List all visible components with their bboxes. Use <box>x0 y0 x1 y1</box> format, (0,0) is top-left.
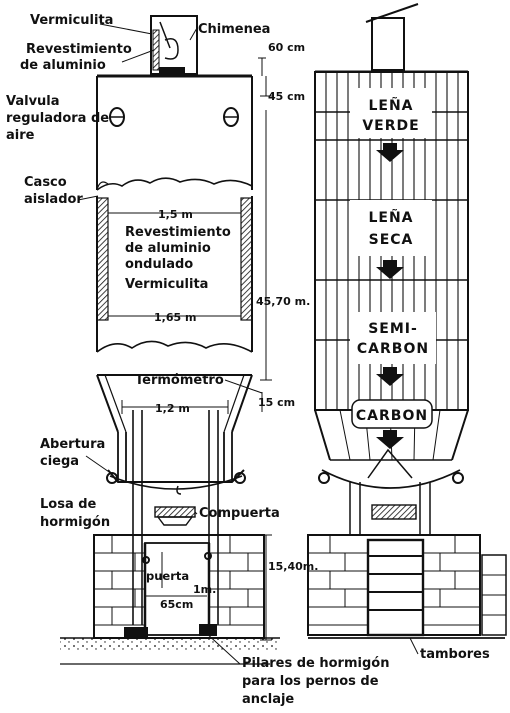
label-valvula-2: reguladora de <box>6 111 109 126</box>
label-pilares-3: anclaje <box>242 692 294 707</box>
left-kiln <box>60 15 280 665</box>
label-revestimiento-1: Revestimiento <box>26 42 132 57</box>
label-valvula-3: aire <box>6 128 35 143</box>
discharge-gate <box>154 506 196 518</box>
label-rev-ond-3: ondulado <box>125 257 193 272</box>
stage-1-line1: LEÑA <box>368 97 413 114</box>
label-vermiculita-mid: Vermiculita <box>125 277 208 292</box>
stage-4-line1: CARBON <box>356 408 428 424</box>
stage-3-line1: SEMI- <box>368 321 418 337</box>
label-vermiculita-top: Vermiculita <box>30 13 113 28</box>
label-puerta: puerta <box>146 569 189 583</box>
dim-1-5m: 1,5 m <box>158 208 193 221</box>
labels: Vermiculita Revestimiento de aluminio Ch… <box>6 13 490 707</box>
stage-1-line2: VERDE <box>362 118 419 134</box>
label-losa-1: Losa de <box>40 497 97 512</box>
stage-3-line2: CARBON <box>357 341 429 357</box>
kiln-cone <box>96 374 253 433</box>
dim-15-40m: 15,40m. <box>268 560 318 573</box>
label-chimenea: Chimenea <box>198 22 270 37</box>
dimension-lines <box>108 57 272 641</box>
label-abertura-1: Abertura <box>40 437 105 452</box>
label-rev-ond-1: Revestimiento <box>125 225 231 240</box>
stage-2-line2: SECA <box>369 232 414 248</box>
label-losa-2: hormigón <box>40 515 110 530</box>
stage-2-line1: LEÑA <box>368 209 413 226</box>
stage-arrows <box>376 143 404 449</box>
label-tambores: tambores <box>420 647 490 662</box>
dim-1-65m: 1,65 m <box>154 311 196 324</box>
label-rev-ond-2: de aluminio <box>125 241 211 256</box>
leader-lines <box>77 23 419 665</box>
label-revestimiento-2: de aluminio <box>20 58 106 73</box>
label-casco-2: aislador <box>24 192 83 207</box>
insulation-right <box>240 197 253 321</box>
dim-60cm: 60 cm <box>268 41 305 54</box>
dim-65cm: 65cm <box>160 598 193 611</box>
label-pilares-1: Pilares de hormigón <box>242 656 389 671</box>
kiln-upper-wall <box>96 76 253 190</box>
insulation-left <box>96 197 109 321</box>
dim-45cm: 45 cm <box>268 90 305 103</box>
dim-1-2m: 1,2 m <box>155 402 190 415</box>
ground <box>60 638 280 652</box>
right-chimney <box>371 17 405 71</box>
dim-1m: 1m. <box>193 583 216 596</box>
label-pilares-2: para los pernos de <box>242 674 379 689</box>
label-compuerta: Compuerta <box>199 506 280 521</box>
label-termometro: Termómetro <box>135 373 224 388</box>
dim-15cm: 15 cm <box>258 396 295 409</box>
label-valvula-1: Valvula <box>6 94 60 109</box>
label-casco-1: Casco <box>24 175 67 190</box>
dim-45-70m: 45,70 m. <box>256 295 310 308</box>
label-abertura-2: ciega <box>40 454 79 469</box>
